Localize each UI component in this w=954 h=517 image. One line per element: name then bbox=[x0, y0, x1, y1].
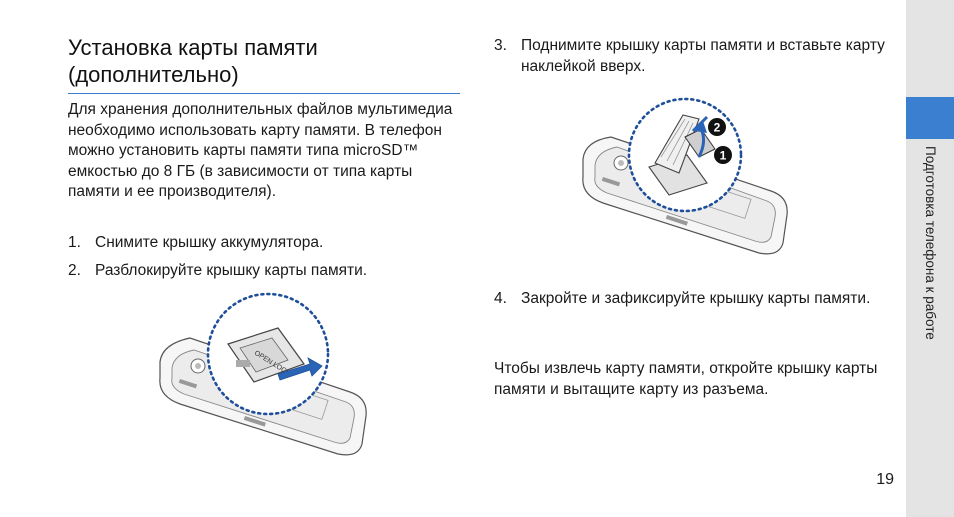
side-key bbox=[601, 177, 621, 187]
step-marker-2-label: 2 bbox=[714, 121, 721, 135]
step-4: 4. Закройте и зафиксируйте крышку карты … bbox=[494, 289, 894, 310]
side-key bbox=[665, 215, 688, 226]
slide-arrow-icon bbox=[277, 357, 323, 381]
intro-paragraph: Для хранения дополнительных файлов мульт… bbox=[68, 101, 453, 200]
step-marker-1-label: 1 bbox=[720, 149, 727, 163]
step-text: Снимите крышку аккумулятора. bbox=[95, 234, 324, 251]
side-key bbox=[243, 415, 266, 427]
chapter-tab-marker bbox=[906, 97, 954, 139]
step-marker-1 bbox=[714, 146, 732, 164]
title-underline bbox=[68, 93, 460, 94]
step-text: Закройте и зафиксируйте крышку карты пам… bbox=[521, 290, 871, 307]
step-number: 3. bbox=[494, 37, 507, 54]
step-3: 3. Поднимите крышку карты памяти и встав… bbox=[494, 36, 894, 77]
unlock-card-cover-illustration: OPEN LOCK bbox=[150, 292, 380, 462]
insert-arrow-icon bbox=[691, 115, 709, 133]
page-number: 19 bbox=[876, 471, 894, 488]
removal-paragraph: Чтобы извлечь карту памяти, откройте кры… bbox=[494, 360, 878, 398]
chapter-section-label: Подготовка телефона к работе bbox=[923, 146, 938, 340]
step-text: Разблокируйте крышку карты памяти. bbox=[95, 262, 368, 279]
step-number: 1. bbox=[68, 234, 81, 251]
step-text: Поднимите крышку карты памяти и вставьте… bbox=[521, 37, 885, 75]
side-key bbox=[178, 379, 198, 389]
step-1: 1. Снимите крышку аккумулятора. bbox=[68, 233, 468, 254]
right-side-strip bbox=[906, 0, 954, 517]
step-marker-2 bbox=[708, 118, 726, 136]
step-number: 4. bbox=[494, 290, 507, 307]
card-slot-plate bbox=[239, 337, 289, 373]
step-number: 2. bbox=[68, 262, 81, 279]
insert-card-illustration: 1 2 bbox=[575, 97, 800, 262]
lift-arrowhead bbox=[695, 121, 707, 133]
memory-card bbox=[684, 128, 716, 158]
page-title: Установка карты памяти (дополнительно) bbox=[68, 35, 318, 87]
raised-slot-cover bbox=[654, 114, 700, 174]
step-2: 2. Разблокируйте крышку карты памяти. bbox=[68, 261, 468, 282]
camera-lens-center bbox=[618, 160, 624, 166]
cover-hinge bbox=[236, 360, 250, 367]
camera-lens-center bbox=[195, 363, 201, 369]
